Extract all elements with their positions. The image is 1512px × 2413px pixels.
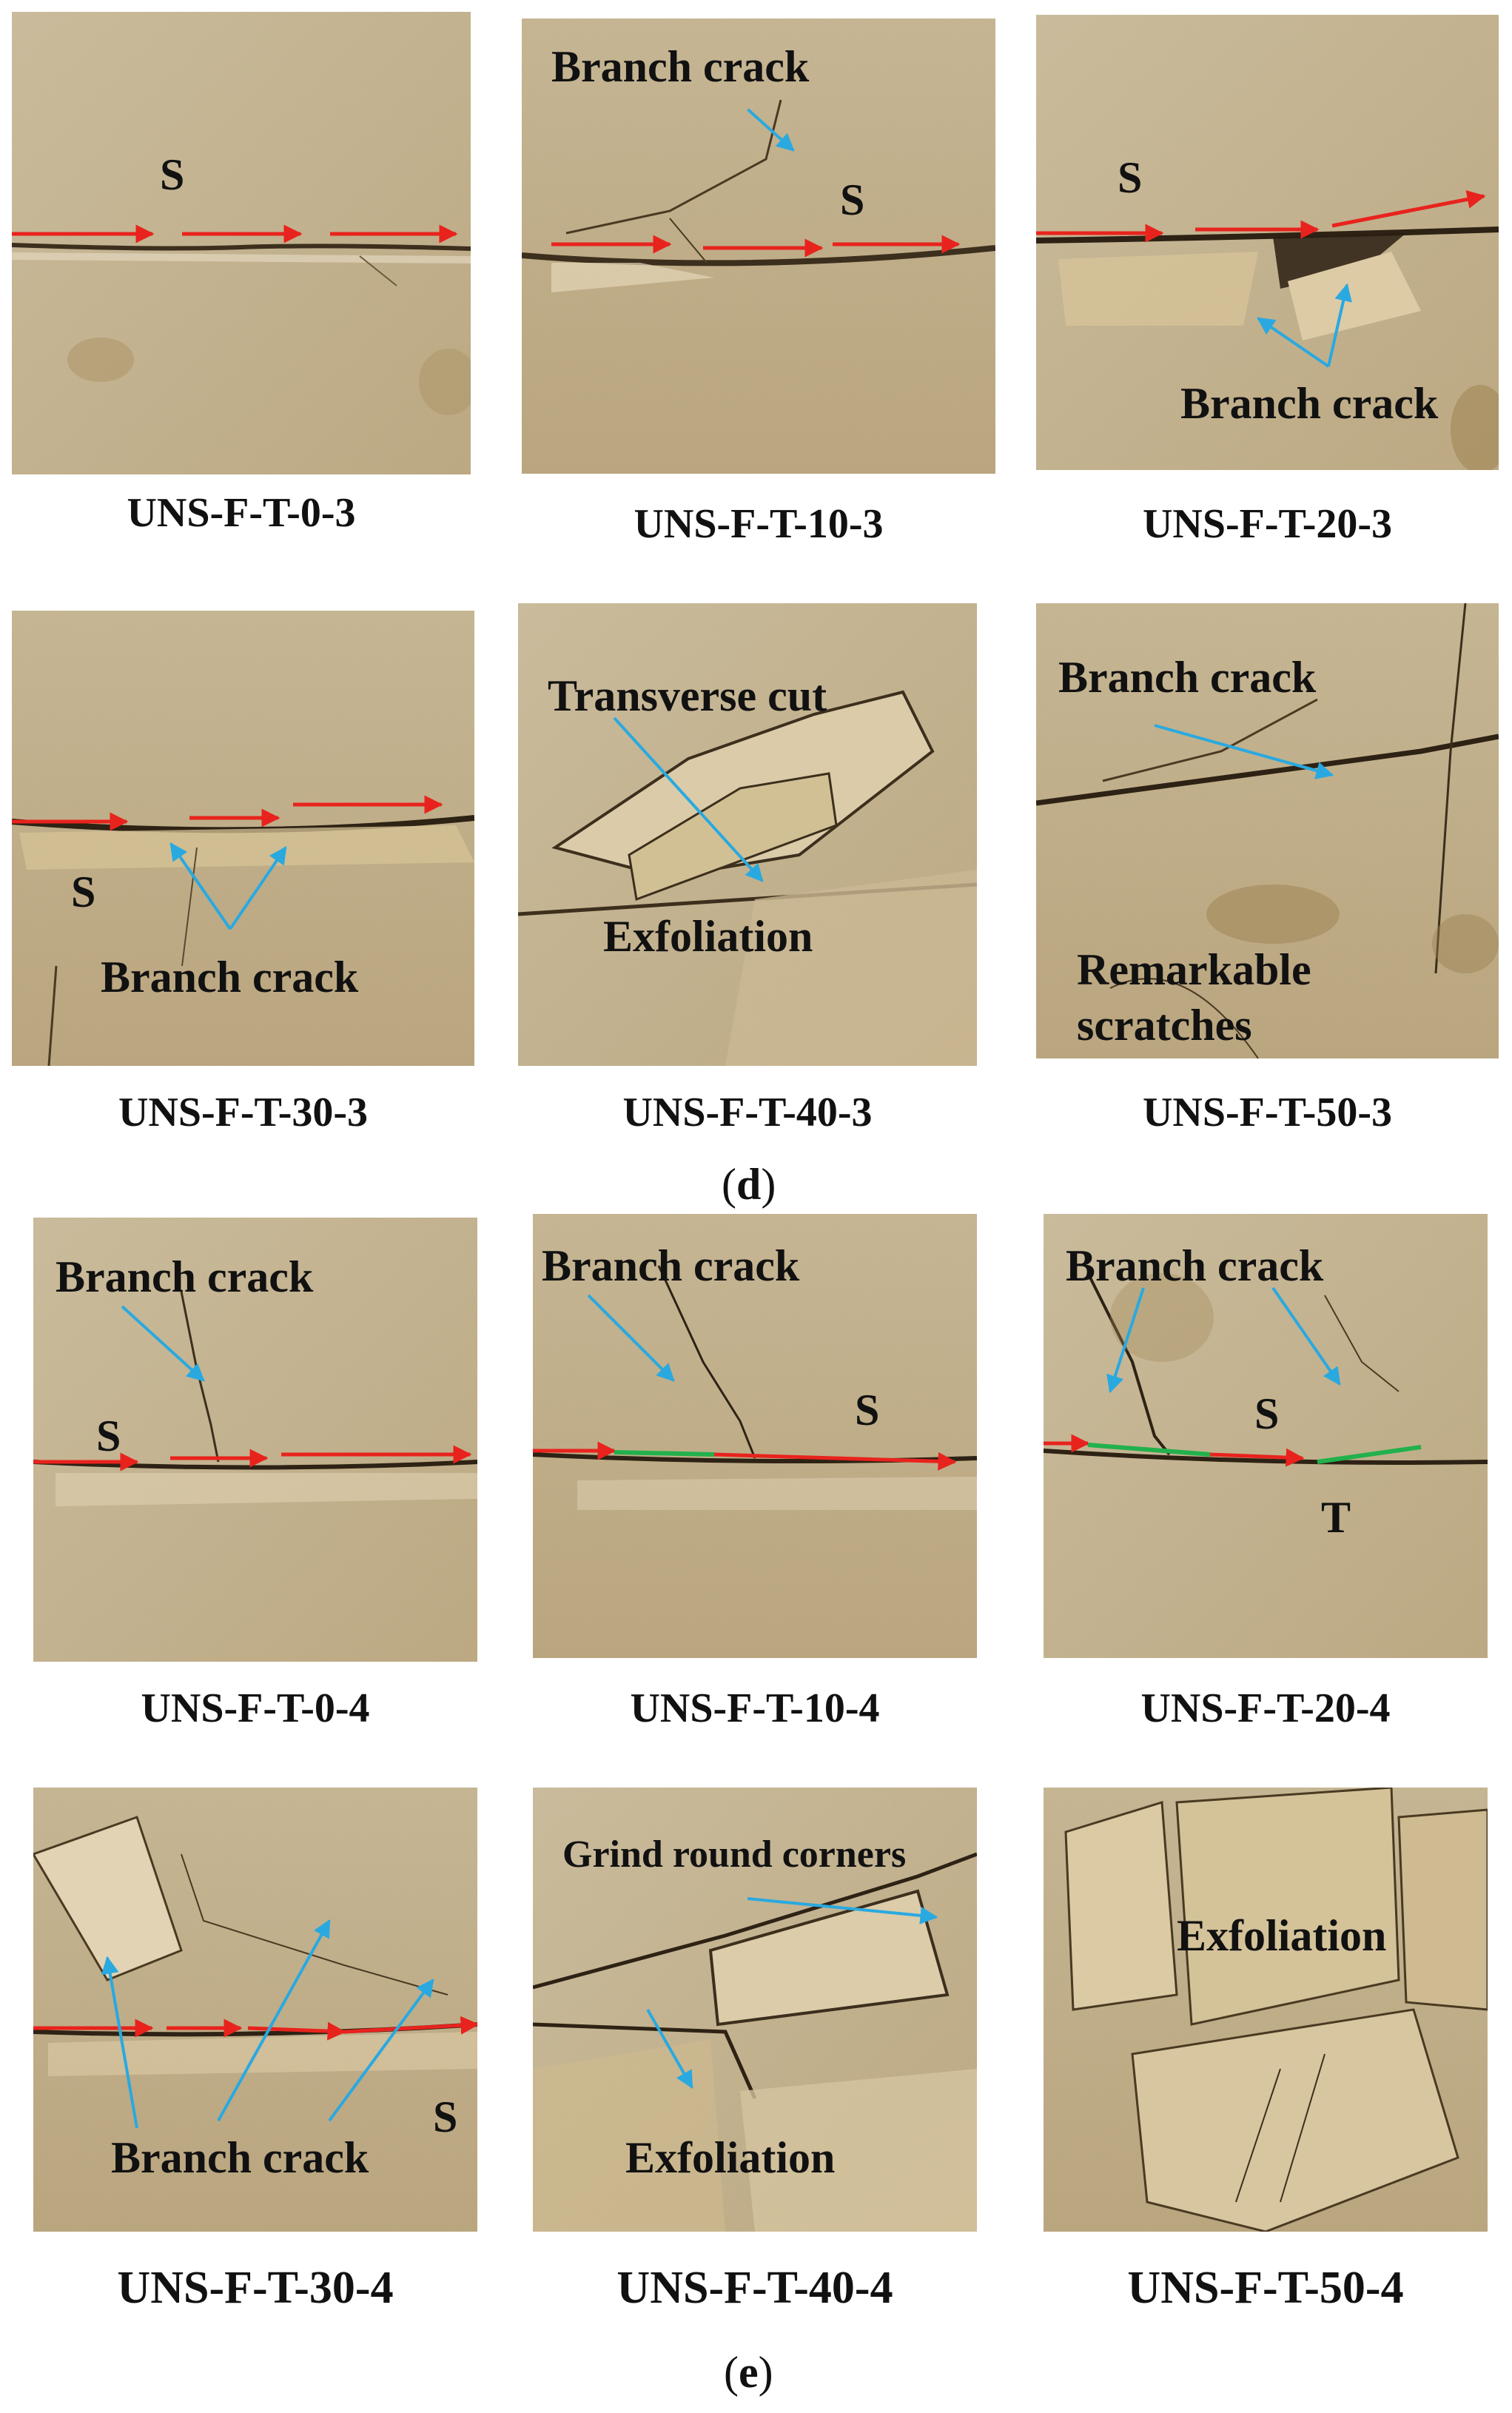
specimen-photo-d6: Branch crack Remarkable scratches bbox=[1036, 603, 1499, 1058]
shear-label: S bbox=[1118, 153, 1143, 202]
figure-label-e: (e) bbox=[724, 2348, 773, 2397]
scratches-label: scratches bbox=[1077, 1001, 1252, 1050]
branch-crack-label: Branch crack bbox=[56, 1252, 314, 1301]
shear-label: S bbox=[96, 1412, 121, 1460]
sandstone-texture bbox=[1036, 603, 1499, 1058]
specimen-photo-e1: Branch crack S bbox=[33, 1218, 477, 1662]
specimen-photo-e3: Branch crack S T bbox=[1044, 1214, 1488, 1658]
specimen-photo-e2: Branch crack S bbox=[533, 1214, 977, 1658]
sandstone-texture bbox=[33, 1218, 477, 1662]
grind-round-corners-label: Grind round corners bbox=[562, 1833, 907, 1876]
specimen-photo-d4: S Branch crack bbox=[12, 611, 474, 1066]
sandstone-texture bbox=[1036, 15, 1499, 470]
branch-crack-label: Branch crack bbox=[1058, 653, 1317, 702]
panel-caption-d4: UNS-F-T-30-3 bbox=[118, 1090, 369, 1135]
branch-crack-label: Branch crack bbox=[101, 953, 359, 1001]
panel-caption-e2: UNS-F-T-10-4 bbox=[630, 1685, 880, 1731]
specimen-photo-e4: Branch crack S bbox=[33, 1788, 477, 2232]
specimen-photo-d5: Transverse cut Exfoliation bbox=[518, 603, 977, 1066]
panel-caption-e4: UNS-F-T-30-4 bbox=[117, 2263, 394, 2313]
sandstone-texture bbox=[12, 12, 471, 474]
specimen-photo-e6: Exfoliation bbox=[1044, 1788, 1488, 2232]
branch-crack-label: Branch crack bbox=[542, 1241, 800, 1290]
sandstone-texture bbox=[12, 611, 474, 1066]
exfoliation-label: Exfoliation bbox=[1177, 1911, 1387, 1960]
shear-label: S bbox=[1254, 1389, 1280, 1438]
panel-caption-e3: UNS-F-T-20-4 bbox=[1140, 1685, 1391, 1731]
panel-caption-d3: UNS-F-T-20-3 bbox=[1142, 501, 1393, 547]
panel-caption-d1: UNS-F-T-0-3 bbox=[127, 490, 356, 536]
transverse-cut-label: Transverse cut bbox=[548, 671, 827, 720]
figure-label-d: (d) bbox=[722, 1160, 776, 1209]
shear-label: S bbox=[840, 175, 865, 224]
sandstone-texture bbox=[533, 1788, 977, 2232]
branch-crack-label: Branch crack bbox=[1180, 379, 1439, 428]
panel-caption-e5: UNS-F-T-40-4 bbox=[616, 2263, 893, 2313]
specimen-photo-e5: Grind round corners Exfoliation bbox=[533, 1788, 977, 2232]
shear-label: S bbox=[433, 2093, 458, 2141]
branch-crack-label: Branch crack bbox=[1066, 1241, 1324, 1290]
specimen-photo-d1: S bbox=[12, 12, 471, 474]
panel-caption-e6: UNS-F-T-50-4 bbox=[1127, 2263, 1404, 2313]
sandstone-texture bbox=[533, 1214, 977, 1658]
remarkable-label: Remarkable bbox=[1077, 945, 1311, 994]
panel-caption-d5: UNS-F-T-40-3 bbox=[622, 1090, 873, 1135]
specimen-photo-d2: Branch crack S bbox=[522, 19, 995, 474]
shear-label: S bbox=[855, 1386, 880, 1434]
panel-caption-d6: UNS-F-T-50-3 bbox=[1142, 1090, 1393, 1135]
shear-label: S bbox=[160, 150, 185, 199]
branch-crack-label: Branch crack bbox=[551, 42, 810, 91]
exfoliation-label: Exfoliation bbox=[603, 912, 813, 961]
panel-caption-e1: UNS-F-T-0-4 bbox=[141, 1685, 370, 1731]
shear-label: S bbox=[71, 867, 96, 916]
sandstone-texture bbox=[522, 19, 995, 474]
panel-caption-d2: UNS-F-T-10-3 bbox=[634, 501, 884, 547]
sandstone-texture bbox=[1044, 1788, 1488, 2232]
branch-crack-label: Branch crack bbox=[111, 2133, 369, 2182]
exfoliation-label: Exfoliation bbox=[625, 2133, 836, 2182]
specimen-photo-d3: S Branch crack bbox=[1036, 15, 1499, 470]
tension-label: T bbox=[1321, 1493, 1351, 1542]
